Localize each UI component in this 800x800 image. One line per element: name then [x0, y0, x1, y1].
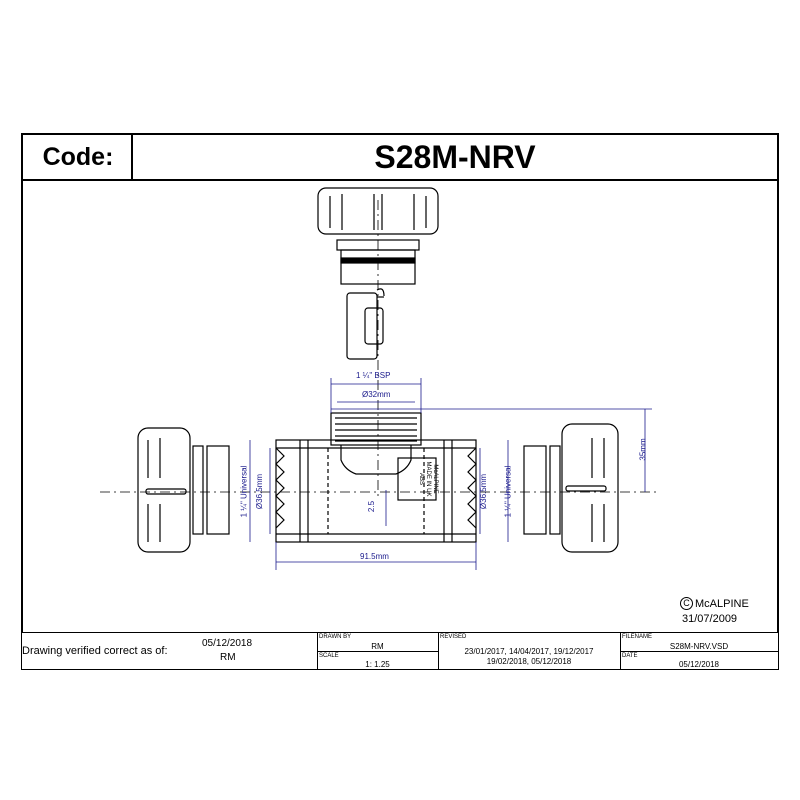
dim-length: 91.5mm — [360, 552, 389, 561]
revised-line2: 19/02/2018, 05/12/2018 — [486, 657, 572, 666]
logo-text: McALPINE — [695, 597, 749, 610]
dim-dia32: Ø32mm — [362, 390, 391, 399]
copyright-icon: C — [680, 597, 693, 610]
revised-cell: REVISED 23/01/2017, 14/04/2017, 19/12/20… — [438, 633, 620, 669]
filename-value: S28M-NRV.VSD — [669, 642, 729, 651]
tee-body — [275, 412, 477, 543]
centre-lines — [100, 200, 660, 500]
verified-cell: Drawing verified correct as of: 05/12/20… — [22, 633, 317, 669]
dim-dia36-right: Ø36.5mm — [479, 473, 489, 510]
scale-label: SCALE — [319, 653, 339, 659]
filename-cell: FILENAME S28M-NRV.VSD DATE 05/12/2018 — [620, 633, 778, 669]
revised-line1: 23/01/2017, 14/04/2017, 19/12/2017 — [464, 647, 594, 656]
filename-label: FILENAME — [622, 634, 653, 640]
dimension-lines — [249, 378, 652, 570]
right-seal-nut — [523, 423, 619, 553]
dim-offset: 2.5 — [367, 500, 377, 513]
drawn-by-cell: DRAWN BY RM SCALE 1: 1.25 — [317, 633, 438, 669]
title-block: Drawing verified correct as of: 05/12/20… — [21, 632, 779, 670]
drawn-by-value: RM — [371, 642, 384, 651]
code-label-cell: Code: — [21, 133, 133, 181]
product-code: S28M-NRV — [374, 138, 536, 175]
dim-height35: 35mm — [638, 438, 648, 461]
left-seal-nut — [137, 427, 230, 553]
code-value-cell: S28M-NRV — [131, 133, 779, 181]
body-marking-line: ABS — [418, 472, 424, 485]
verified-label: Drawing verified correct as of: — [22, 645, 168, 657]
valve-insert — [346, 288, 385, 360]
mcalpine-logo: C McALPINE — [680, 597, 749, 610]
body-marking: McALPINE MADE IN UK ABS — [396, 459, 438, 499]
divider — [620, 651, 778, 652]
verified-date: 05/12/2018 — [202, 638, 253, 649]
divider — [317, 651, 438, 652]
brand-logo: C McALPINE — [680, 597, 749, 610]
date-label: DATE — [622, 653, 638, 659]
drawing-area — [21, 180, 779, 632]
logo-date: 31/07/2009 — [682, 613, 738, 625]
scale-value: 1: 1.25 — [365, 660, 390, 669]
dim-universal-left: 1 ¼" Universal — [239, 465, 249, 518]
verified-by: RM — [220, 652, 236, 663]
body-marking-line: MADE IN UK — [425, 461, 431, 497]
revised-label: REVISED — [440, 634, 467, 640]
dim-universal-right: 1 ¼" Universal — [503, 465, 513, 518]
dim-bsp: 1 ¼" BSP — [356, 371, 391, 380]
body-marking-line: McALPINE — [432, 464, 438, 494]
date-value: 05/12/2018 — [678, 660, 720, 669]
drawn-by-label: DRAWN BY — [319, 634, 352, 640]
divider — [438, 633, 439, 669]
code-label: Code: — [42, 142, 114, 171]
dim-dia36-left: Ø36.5mm — [255, 473, 265, 510]
